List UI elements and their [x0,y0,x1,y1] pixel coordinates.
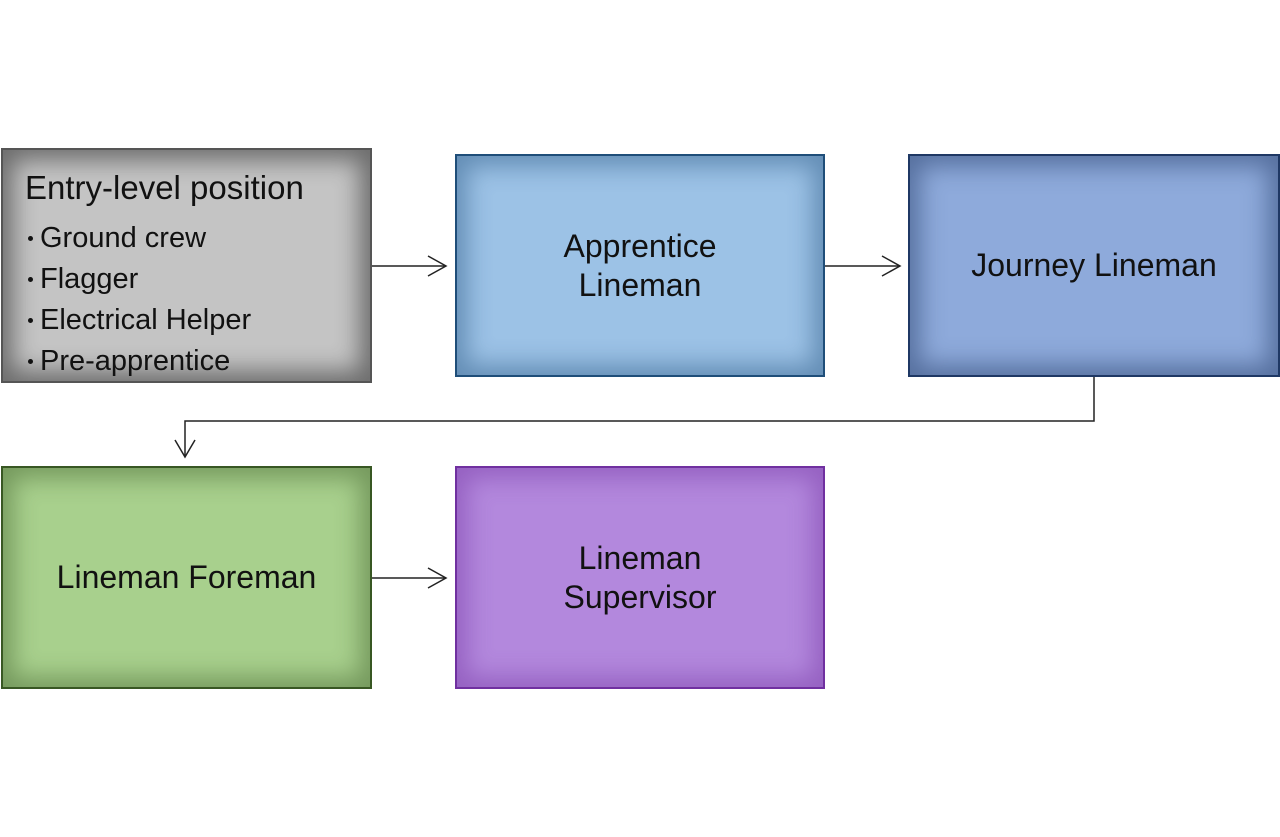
entry-level-item: Pre-apprentice [25,341,370,382]
lineman-supervisor-box: Lineman Supervisor [455,466,825,689]
entry-level-list: Ground crew Flagger Electrical Helper Pr… [25,218,370,382]
entry-level-item-label: Ground crew [40,221,207,254]
entry-level-item-label: Electrical Helper [40,303,252,336]
entry-level-box: Entry-level position Ground crew Flagger… [1,148,372,383]
entry-level-item-label: Pre-apprentice [40,344,231,377]
bullet-icon [28,358,33,364]
entry-level-item-label: Flagger [40,262,139,295]
bullet-icon [28,317,33,323]
arrowhead-icon [881,255,902,277]
arrow-journey-to-foreman [184,377,1095,457]
bullet-icon [28,276,33,282]
entry-level-item: Electrical Helper [25,300,370,341]
bullet-icon [28,235,33,241]
lineman-supervisor-label: Lineman Supervisor [563,540,717,615]
arrowhead-icon [427,255,448,277]
journey-lineman-label: Journey Lineman [971,247,1217,284]
apprentice-lineman-box: Apprentice Lineman [455,154,825,377]
entry-level-title: Entry-level position [25,169,304,206]
apprentice-lineman-label: Apprentice Lineman [563,228,717,303]
arrowhead-icon [174,439,196,459]
arrowhead-icon [427,567,448,589]
entry-level-item: Flagger [25,259,370,300]
journey-lineman-box: Journey Lineman [908,154,1280,377]
lineman-foreman-box: Lineman Foreman [1,466,372,689]
lineman-foreman-label: Lineman Foreman [56,559,317,596]
entry-level-item: Ground crew [25,218,370,259]
